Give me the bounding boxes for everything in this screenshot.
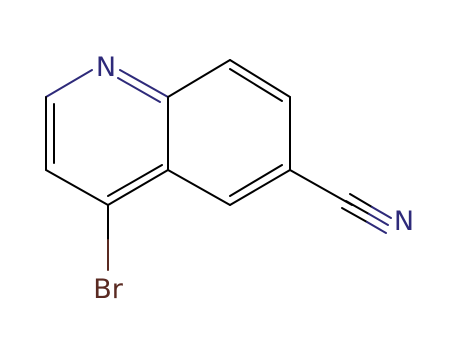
bond-cn-triple-n-c (371, 206, 392, 219)
bond-cn-triple-b (341, 207, 368, 223)
bond-c8a-n1-inner (117, 77, 161, 103)
bond-c6-c5-inner (229, 164, 283, 197)
bond-c8a-c8 (167, 59, 231, 98)
atom-br: Br (93, 274, 124, 305)
bond-cn-triple-a (345, 200, 370, 215)
bond-c6-cn (289, 169, 353, 206)
bond-c8a-n1 (119, 69, 169, 98)
bond-c5-c4a (167, 169, 231, 206)
atom-n-nitrile: N (394, 206, 414, 237)
bond-c4-c4a-inner (107, 164, 163, 197)
bond-cn-triple-n-a (368, 213, 389, 226)
bond-c6-c5 (229, 169, 291, 206)
atom-labels: N N Br (93, 52, 414, 305)
atom-n-ring: N (96, 52, 116, 83)
bond-c3-c4 (45, 169, 109, 206)
bond-c8-c7 (229, 59, 291, 98)
bond-cn-triple-n-b (366, 221, 387, 234)
bonds (45, 59, 392, 271)
bond-c8-c7-inner (229, 68, 283, 102)
bond-c4-c4a (107, 169, 169, 206)
bond-n1-c2 (45, 69, 93, 98)
bond-cn-triple-c (349, 193, 373, 208)
